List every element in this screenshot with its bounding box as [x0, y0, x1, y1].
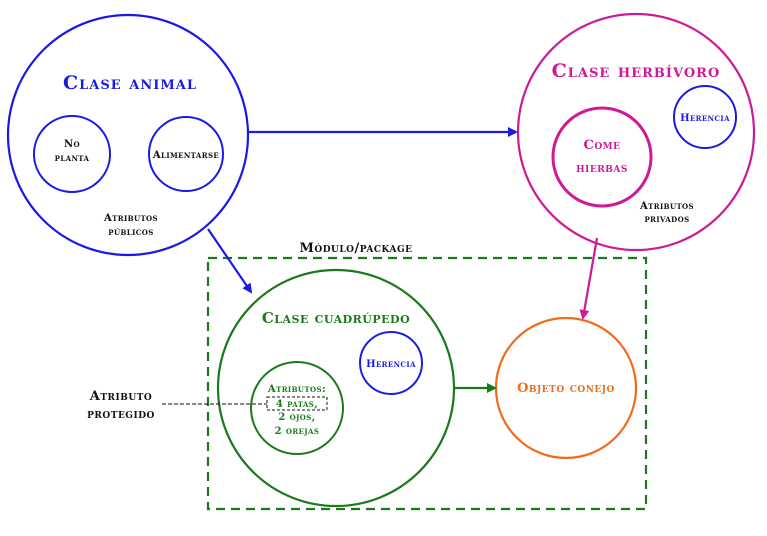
- come-hierbas-circle: [551, 106, 653, 208]
- atributos-publicos-line2: públicos: [108, 227, 153, 238]
- modulo-package-box: [206, 256, 648, 511]
- clase-cuadrupedo-circle: [216, 268, 456, 508]
- protected-attribute-highlight: [266, 396, 328, 411]
- come-hierbas-label-line1: Come: [583, 138, 620, 153]
- no-planta-circle: [33, 115, 111, 193]
- atributo-protegido-line2: protegido: [87, 407, 155, 422]
- atributos-privados-line1: Atributos: [639, 201, 694, 212]
- atributos-privados-line2: privados: [644, 214, 689, 225]
- atributos-cuadrupedo-line4: 2 orejas: [275, 426, 320, 437]
- atributos-cuadrupedo-line3: 2 ojos,: [278, 412, 315, 423]
- clase-cuadrupedo-title: Clase cuadrúpedo: [262, 309, 410, 327]
- herencia-cuadrupedo-label: Herencia: [366, 359, 416, 370]
- clase-cuadrupedo-group: Clase cuadrúpedo Herencia Atributos: 4 p…: [216, 268, 456, 508]
- modulo-package-label: Módulo/package: [299, 241, 412, 256]
- objeto-conejo-title: Objeto conejo: [517, 381, 615, 396]
- no-planta-label-line2: planta: [55, 153, 90, 164]
- objeto-conejo-group: Objeto conejo: [494, 316, 638, 460]
- herencia-cuadrupedo-circle: [359, 331, 423, 395]
- clase-herbivoro-title: Clase herbívoro: [552, 60, 721, 82]
- atributos-cuadrupedo-circle: [250, 361, 344, 455]
- clase-animal-group: Clase animal No planta Alimentarse Atrib…: [6, 13, 250, 257]
- clase-herbivoro-group: Clase herbívoro Herencia Come hierbas At…: [516, 12, 756, 252]
- arrow-herbivoro-to-conejo: [579, 237, 599, 320]
- clase-animal-circle: [6, 13, 250, 257]
- clase-animal-title: Clase animal: [63, 72, 197, 94]
- atributo-protegido-group: Atributo protegido: [87, 389, 267, 422]
- herencia-herbivoro-label: Herencia: [680, 113, 730, 124]
- herencia-herbivoro-circle: [673, 85, 737, 149]
- alimentarse-circle: [148, 116, 224, 192]
- clase-herbivoro-circle: [516, 12, 756, 252]
- atributos-publicos-line1: Atributos: [103, 213, 158, 224]
- modulo-package-group: Módulo/package: [206, 241, 648, 511]
- no-planta-label-line1: No: [64, 139, 80, 150]
- come-hierbas-label-line2: hierbas: [576, 161, 628, 176]
- atributos-cuadrupedo-line2: 4 patas,: [276, 399, 318, 410]
- atributo-protegido-line1: Atributo: [89, 389, 152, 404]
- atributos-cuadrupedo-line1: Atributos:: [267, 384, 326, 395]
- arrow-animal-to-cuadrupedo: [207, 228, 253, 294]
- alimentarse-label: Alimentarse: [152, 150, 219, 161]
